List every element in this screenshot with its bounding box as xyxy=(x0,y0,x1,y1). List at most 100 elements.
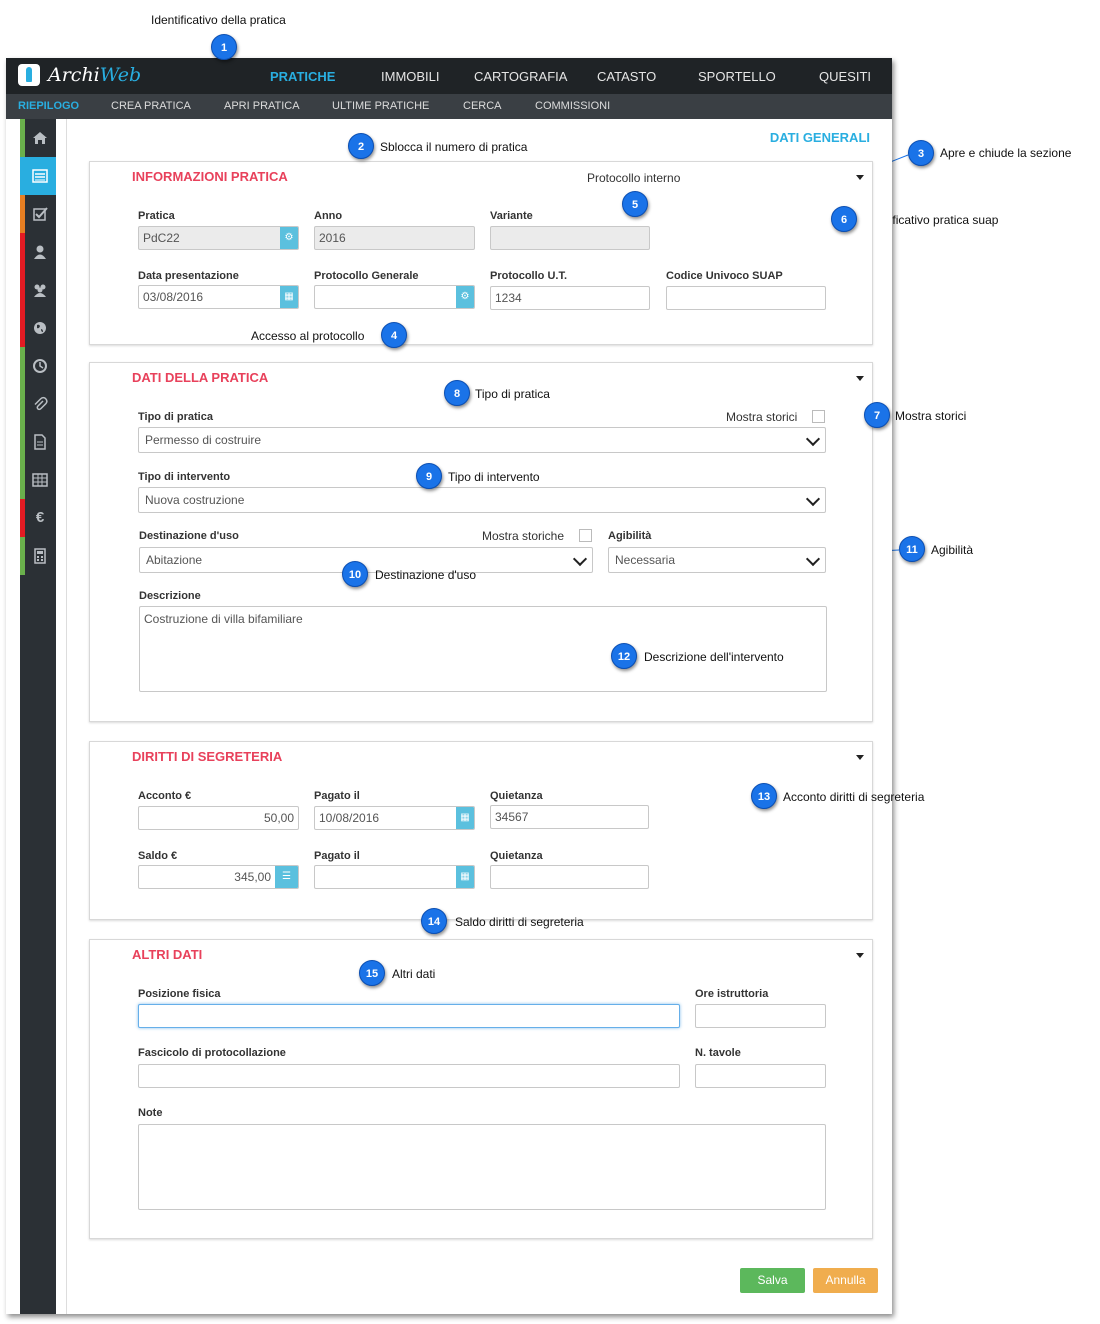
protocol-gear-icon[interactable]: ⚙ xyxy=(456,286,474,308)
annotation-12-text: Descrizione dell'intervento xyxy=(644,650,784,664)
callout-2: 2 xyxy=(348,133,374,159)
fascicolo-label: Fascicolo di protocollazione xyxy=(138,1047,286,1059)
calendar-icon[interactable]: ▦ xyxy=(280,286,298,308)
save-button[interactable]: Salva xyxy=(740,1268,805,1293)
protocollo-generale-label: Protocollo Generale xyxy=(314,270,419,282)
chevron-down-icon xyxy=(805,431,821,447)
nav-immobili[interactable]: IMMOBILI xyxy=(381,69,440,84)
posizione-fisica-label: Posizione fisica xyxy=(138,988,221,1000)
acconto-field[interactable]: 50,00 xyxy=(138,806,299,830)
nav-sportello[interactable]: SPORTELLO xyxy=(698,69,776,84)
calendar-icon[interactable]: ▦ xyxy=(456,807,474,829)
anno-label: Anno xyxy=(314,210,343,222)
tipo-intervento-select[interactable]: Nuova costruzione xyxy=(138,487,826,513)
subnav-crea-pratica[interactable]: CREA PRATICA xyxy=(111,100,191,112)
posizione-fisica-field[interactable] xyxy=(138,1004,680,1028)
note-textarea[interactable] xyxy=(138,1124,826,1210)
descrizione-textarea[interactable]: Costruzione di villa bifamiliare xyxy=(139,606,827,692)
callout-1: 1 xyxy=(211,34,237,60)
sidebar-item-clock[interactable] xyxy=(20,347,56,385)
pagato-il-label-1: Pagato il xyxy=(314,790,360,802)
sidebar-item-dati-generali[interactable] xyxy=(20,157,56,195)
protocollo-ut-field[interactable]: 1234 xyxy=(490,286,650,310)
variante-field[interactable] xyxy=(490,226,650,250)
fascicolo-field[interactable] xyxy=(138,1064,680,1088)
collapse-caret-icon[interactable] xyxy=(856,953,864,958)
agibilita-select[interactable]: Necessaria xyxy=(608,547,826,573)
descrizione-label: Descrizione xyxy=(139,590,201,602)
callout-5: 5 xyxy=(622,191,648,217)
pagato-il-field-1[interactable]: 10/08/2016▦ xyxy=(314,806,475,830)
protocollo-generale-field[interactable]: ⚙ xyxy=(314,285,475,309)
sidebar-item-globe[interactable] xyxy=(20,309,56,347)
collapse-caret-icon[interactable] xyxy=(856,755,864,760)
sidebar-item-documents[interactable] xyxy=(20,423,56,461)
sidebar-item-home[interactable] xyxy=(20,119,56,157)
quietanza-label-1: Quietanza xyxy=(490,790,543,802)
acconto-label: Acconto € xyxy=(138,790,192,802)
data-presentazione-field[interactable]: 03/08/2016▦ xyxy=(138,285,299,309)
panel-title-diritti: DIRITTI DI SEGRETERIA xyxy=(132,749,283,764)
sidebar-item-euro[interactable]: € xyxy=(20,499,56,537)
tipo-intervento-label: Tipo di intervento xyxy=(138,471,231,483)
ore-istruttoria-field[interactable] xyxy=(695,1004,826,1028)
calendar-icon[interactable]: ▦ xyxy=(456,866,474,888)
subnav-ultime-pratiche[interactable]: ULTIME PRATICHE xyxy=(332,100,430,112)
euro-icon: € xyxy=(35,509,45,526)
subnav-cerca[interactable]: CERCA xyxy=(463,100,502,112)
pagato-il-field-2[interactable]: ▦ xyxy=(314,865,475,889)
collapse-caret-icon[interactable] xyxy=(856,376,864,381)
nav-catasto[interactable]: CATASTO xyxy=(597,69,657,84)
sidebar-item-user[interactable] xyxy=(20,233,56,271)
annotation-11-text: Agibilità xyxy=(931,543,974,557)
subnav-apri-pratica[interactable]: APRI PRATICA xyxy=(224,100,300,112)
annotation-10-text: Destinazione d'uso xyxy=(375,568,477,582)
panel-informazioni-pratica: INFORMAZIONI PRATICA Protocollo interno … xyxy=(89,161,873,345)
subnav-commissioni[interactable]: COMMISSIONI xyxy=(535,100,611,112)
cancel-button[interactable]: Annulla xyxy=(813,1268,878,1293)
subnav-riepilogo[interactable]: RIEPILOGO xyxy=(18,100,80,112)
data-presentazione-label: Data presentazione xyxy=(138,270,239,282)
codice-suap-field[interactable] xyxy=(666,286,826,310)
sidebar-item-checklist[interactable] xyxy=(20,195,56,233)
sidebar-item-calculator[interactable] xyxy=(20,537,56,575)
pratica-field[interactable]: PdC22⚙ xyxy=(138,226,299,250)
home-icon xyxy=(33,132,47,144)
panel-title-altri: ALTRI DATI xyxy=(132,947,203,962)
nav-quesiti[interactable]: QUESITI xyxy=(819,69,872,84)
collapse-caret-icon[interactable] xyxy=(856,175,864,180)
sidebar-item-attachments[interactable] xyxy=(20,385,56,423)
tipo-pratica-label: Tipo di pratica xyxy=(138,411,213,423)
list-details-icon[interactable]: ☰ xyxy=(275,866,298,888)
quietanza-field-1[interactable]: 34567 xyxy=(490,805,649,829)
users-icon xyxy=(34,284,46,297)
n-tavole-label: N. tavole xyxy=(695,1047,741,1059)
callout-6: 6 xyxy=(831,206,857,232)
panel-diritti-segreteria: DIRITTI DI SEGRETERIA Acconto € 50,00 Pa… xyxy=(89,741,873,920)
n-tavole-field[interactable] xyxy=(695,1064,826,1088)
annotation-3-text: Apre e chiude la sezione xyxy=(940,146,1072,160)
unlock-gear-icon[interactable]: ⚙ xyxy=(280,227,298,249)
panel-altri-dati: ALTRI DATI Posizione fisica Ore istrutto… xyxy=(89,939,873,1239)
checkbox-icon xyxy=(33,207,48,221)
top-navbar: ArchiWeb PRATICHE IMMOBILI CARTOGRAFIA C… xyxy=(6,58,892,94)
mostra-storici-label: Mostra storici xyxy=(726,410,798,424)
user-icon xyxy=(34,245,46,259)
quietanza-label-2: Quietanza xyxy=(490,850,543,862)
saldo-field[interactable]: 345,00☰ xyxy=(138,865,299,889)
mostra-storici-checkbox[interactable] xyxy=(812,410,825,423)
mostra-storiche-label: Mostra storiche xyxy=(482,529,565,543)
mostra-storiche-checkbox[interactable] xyxy=(579,529,592,542)
brand-name: ArchiWeb xyxy=(48,64,142,86)
saldo-label: Saldo € xyxy=(138,850,178,862)
quietanza-field-2[interactable] xyxy=(490,865,649,889)
sidebar-item-users[interactable] xyxy=(20,271,56,309)
nav-cartografia[interactable]: CARTOGRAFIA xyxy=(474,69,568,84)
callout-10: 10 xyxy=(342,561,368,587)
annotation-14-text: Saldo diritti di segreteria xyxy=(455,915,584,929)
tipo-pratica-select[interactable]: Permesso di costruire xyxy=(138,427,826,453)
nav-pratiche[interactable]: PRATICHE xyxy=(270,69,336,84)
sidebar-item-table[interactable] xyxy=(20,461,56,499)
anno-field[interactable]: 2016 xyxy=(314,226,475,250)
archiweb-logo-icon xyxy=(18,64,40,86)
